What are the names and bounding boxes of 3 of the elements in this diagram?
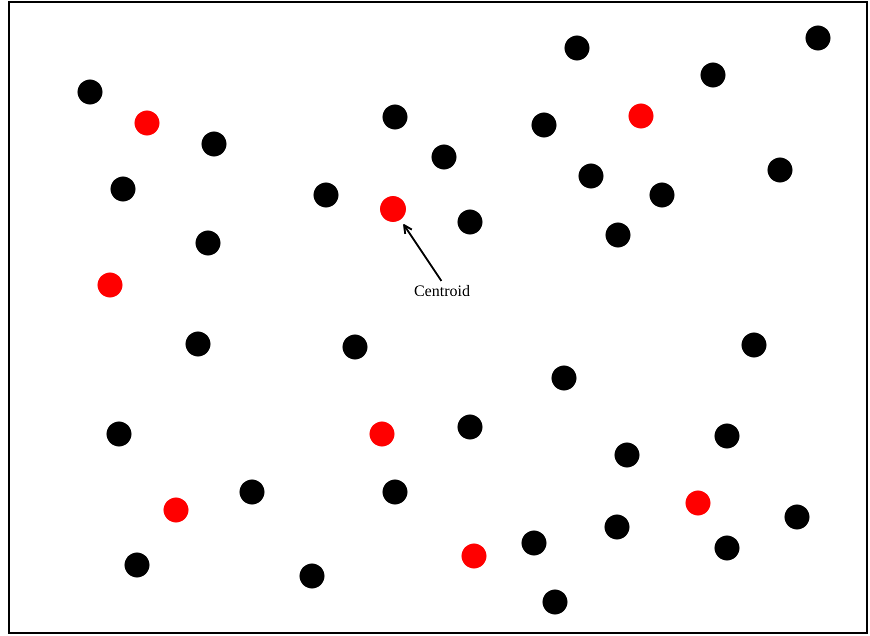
callout-label: Centroid	[414, 283, 470, 301]
arrow	[403, 224, 442, 282]
centroid-point	[380, 196, 406, 222]
